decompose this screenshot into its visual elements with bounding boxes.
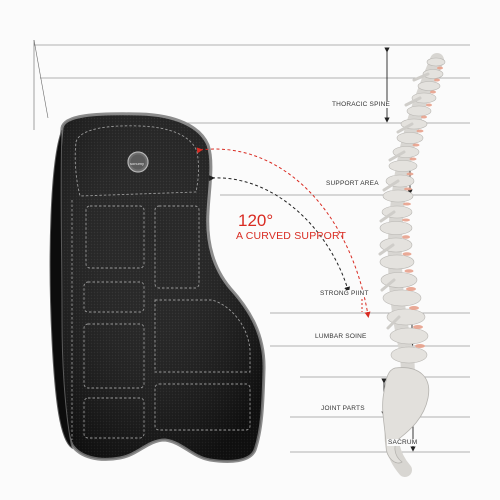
label-lumbar-spine: LUMBAR SOINE <box>314 333 368 340</box>
label-support-area: SUPPORT AREA <box>325 180 380 187</box>
label-sacrum: SACRUM <box>387 439 419 446</box>
label-thoracic-spine: THORACIC SPINE <box>331 101 392 108</box>
lumbar-cushion <box>49 112 266 463</box>
brand-logo-text: sonumy <box>130 161 145 166</box>
curved-support-callout: A CURVED SUPPORT <box>236 230 347 242</box>
label-strong-point: STRONG PIINT <box>319 290 370 297</box>
curved-support-arrows <box>196 147 371 318</box>
spine-illustration <box>378 53 446 477</box>
angle-callout: 120° <box>238 211 274 230</box>
label-joint-parts: JOINT PARTS <box>320 405 366 412</box>
